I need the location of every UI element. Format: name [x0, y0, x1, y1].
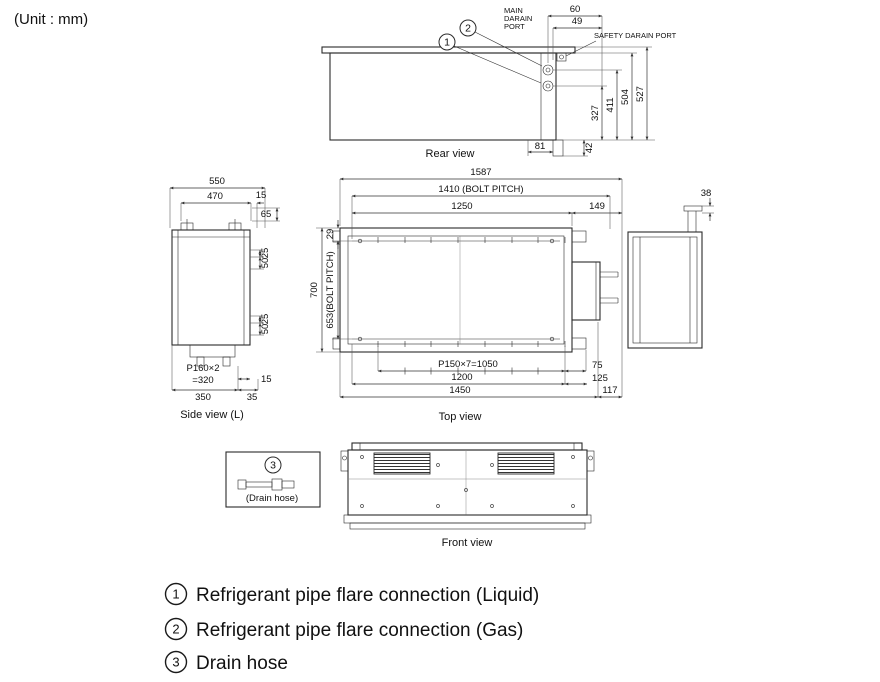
side-view-caption: Side view (L) — [180, 409, 244, 421]
dim-504: 504 — [620, 89, 631, 105]
hanger-bracket — [586, 450, 595, 472]
front-view: Front view — [340, 442, 595, 549]
dim-25-top: 25 — [260, 248, 271, 259]
main-drain-port-label: MAIN — [504, 6, 523, 15]
hanger-bracket — [332, 230, 341, 243]
dim-1200: 1200 — [451, 372, 472, 383]
main-drain-port-label: DARAIN — [504, 14, 532, 23]
dim-350: 350 — [195, 392, 211, 403]
legend: 1 Refrigerant pipe flare connection (Liq… — [164, 582, 539, 674]
top-view-caption: Top view — [439, 411, 482, 423]
drain-hose-frame — [225, 451, 321, 508]
dim-149: 149 — [589, 201, 605, 212]
dim-653-bolt-pitch: 653(BOLT PITCH) — [325, 251, 336, 328]
callout-1-number: 1 — [444, 37, 450, 49]
right-side-view: 38 — [627, 188, 714, 349]
dim-15-top: 15 — [256, 190, 267, 201]
top-view: 1587 1410 (BOLT PITCH) 1250 149 700 653(… — [309, 167, 623, 423]
callout-3-number: 3 — [270, 460, 276, 472]
bottom-pan — [343, 514, 592, 524]
dim-81: 81 — [535, 141, 546, 152]
legend-2-text: Refrigerant pipe flare connection (Gas) — [196, 620, 523, 641]
dim-1250: 1250 — [451, 201, 472, 212]
dim-50-top: 50 — [260, 258, 271, 269]
duct-connection — [571, 261, 601, 321]
hanger-bracket — [571, 230, 587, 243]
drain-hose-icon — [237, 479, 247, 490]
dim-700: 700 — [309, 282, 320, 298]
dim-p160: P160×2 — [186, 363, 219, 374]
dim-38: 38 — [701, 188, 712, 199]
main-drain-port-label: PORT — [504, 22, 525, 31]
legend-3-icon — [164, 650, 188, 674]
callout-2-icon — [459, 19, 477, 37]
hanger-bracket — [683, 205, 703, 212]
callout-3-icon — [264, 456, 282, 474]
callout-1-icon — [438, 33, 456, 51]
gas-port-icon — [542, 64, 554, 76]
dim-1450: 1450 — [449, 385, 470, 396]
dim-411: 411 — [605, 97, 616, 112]
dim-25-bottom: 25 — [260, 314, 271, 325]
side-view-left: 550 470 15 65 25 50 25 50 P160×2 =320 15 — [169, 176, 280, 421]
safety-drain-port-label: SAFETY DARAIN PORT — [594, 31, 677, 40]
dim-p150-pitch: P150×7=1050 — [438, 359, 498, 370]
hanger-bracket — [571, 337, 587, 350]
dim-42: 42 — [584, 143, 595, 154]
right-side-body — [627, 231, 703, 349]
liquid-port-icon — [542, 80, 554, 92]
legend-1-number: 1 — [172, 587, 179, 602]
callout-2-number: 2 — [465, 23, 471, 35]
top-view-body — [339, 227, 573, 353]
legend-3-number: 3 — [172, 655, 179, 670]
legend-2-number: 2 — [172, 622, 179, 637]
drain-pipe — [222, 356, 231, 367]
dim-29: 29 — [325, 229, 336, 240]
dim-75: 75 — [592, 360, 603, 371]
drain-hose-label: (Drain hose) — [246, 493, 298, 504]
dim-320: =320 — [192, 375, 213, 386]
rear-body — [329, 52, 557, 141]
dim-550: 550 — [209, 176, 225, 187]
front-view-caption: Front view — [442, 537, 493, 549]
hanger-bracket — [340, 450, 349, 472]
dim-35: 35 — [247, 392, 258, 403]
dim-1587: 1587 — [470, 167, 491, 178]
legend-3-text: Drain hose — [196, 653, 288, 674]
dim-527: 527 — [635, 86, 646, 102]
dim-1410-bolt-pitch: 1410 (BOLT PITCH) — [438, 184, 523, 195]
side-view-body — [171, 229, 251, 346]
unit-label: (Unit : mm) — [14, 11, 88, 28]
bottom-rail — [349, 522, 586, 530]
drain-hose-box: 3 (Drain hose) — [225, 451, 321, 508]
main-drain-fitting — [552, 139, 564, 157]
rear-view: 60 49 327 411 504 527 81 42 MAIN DARAIN … — [321, 4, 677, 160]
legend-1-text: Refrigerant pipe flare connection (Liqui… — [196, 585, 539, 606]
legend-2-icon — [164, 617, 188, 641]
dim-15-bottom: 15 — [261, 374, 272, 385]
legend-1-icon — [164, 582, 188, 606]
air-grille — [497, 452, 555, 475]
dim-125: 125 — [592, 373, 608, 384]
dim-50-bottom: 50 — [260, 324, 271, 335]
hanger-bracket — [332, 337, 341, 350]
dim-117: 117 — [602, 385, 617, 396]
front-top-flange — [351, 442, 583, 451]
dim-327: 327 — [590, 105, 601, 121]
safety-drain-port-icon — [556, 52, 567, 62]
rear-view-caption: Rear view — [426, 148, 475, 160]
air-grille — [373, 452, 431, 475]
dim-470: 470 — [207, 191, 223, 202]
drain-pipe — [196, 356, 205, 367]
dim-49: 49 — [572, 16, 583, 27]
dim-65: 65 — [261, 209, 272, 220]
dim-60: 60 — [570, 4, 581, 15]
drain-pan — [189, 344, 236, 358]
